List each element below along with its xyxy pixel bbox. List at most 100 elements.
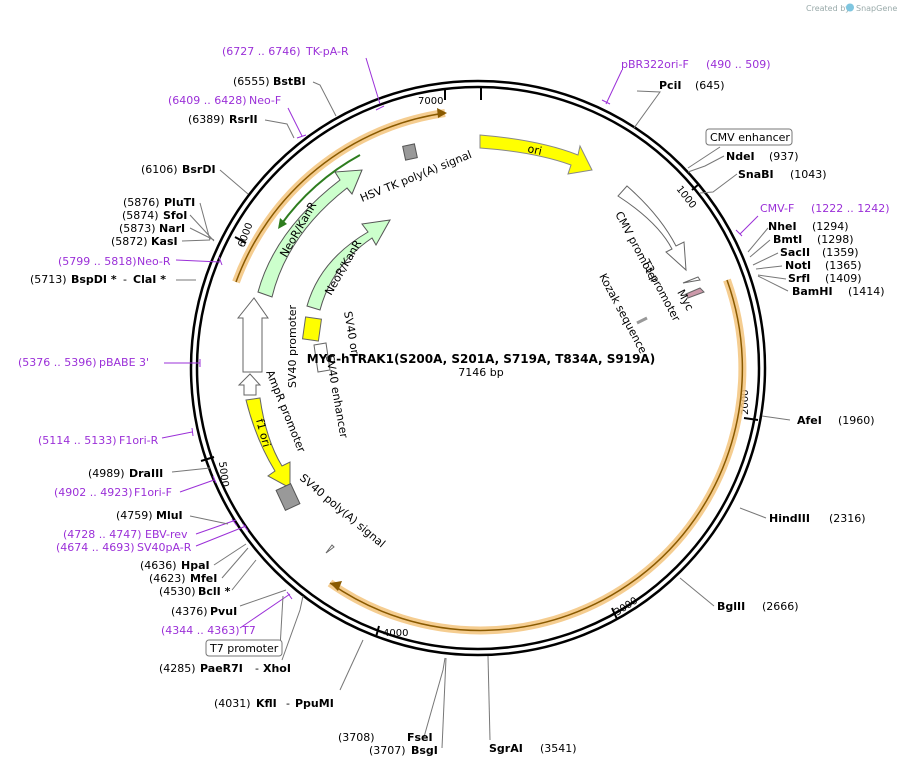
feature-sv40-ori-box[interactable] [301,316,323,342]
site-fsei-name[interactable]: FseI [407,731,433,744]
cmv-enhancer-label[interactable]: CMV enhancer [710,131,790,144]
site-bsrdi-name[interactable]: BsrDI [182,163,216,176]
feature-t3-label: T3 promoter [639,256,683,324]
feature-sv40-enhancer-box[interactable] [313,342,331,373]
leader-cmv-enhancer [687,146,721,169]
site-nari-name[interactable]: NarI [159,222,185,235]
site-afei-name[interactable]: AfeI [797,414,822,427]
leader-pluti [199,202,211,241]
site-pluti-pos: (5876) [123,196,160,209]
site-mlui-name[interactable]: MluI [156,509,183,522]
neo-arc-line [279,154,361,227]
site-pvui-name[interactable]: PvuI [210,605,237,618]
primer-neo-f-range: (6409 .. 6428) [168,94,247,107]
site-bglii-name[interactable]: BglII [717,600,745,613]
feature-sv40-promoter-arrow[interactable] [236,297,269,373]
primer-ebv-rev-name[interactable]: EBV-rev [145,528,188,541]
feature-neo-arrow-inner[interactable] [306,219,391,311]
leader-kfli [339,639,364,691]
plasmid-name: MYC-hTRAK1(S200A, S201A, S719A, T834A, S… [307,352,655,366]
t7-promoter-label[interactable]: T7 promoter [209,642,279,655]
primer-t7-name[interactable]: T7 [241,624,256,637]
primer-tk-pa-r-name[interactable]: TK-pA-R [305,45,349,58]
plasmid-length: 7146 bp [458,366,503,379]
site-draiii-name[interactable]: DraIII [129,467,163,480]
credit-text: Created by [806,4,850,13]
site-bspdi-sep: - [123,273,127,286]
tick-3000 [611,607,618,620]
site-srfi-name[interactable]: SrfI [788,272,810,285]
site-hpai-name[interactable]: HpaI [181,559,210,572]
site-mfei-pos: (4623) [149,572,186,585]
site-noti-name[interactable]: NotI [785,259,811,272]
feature-myc-box[interactable] [685,287,705,299]
site-bsgi-name[interactable]: BsgI [411,744,438,757]
site-bstbi-name[interactable]: BstBI [273,75,306,88]
leader-snabi [699,173,738,194]
site-paer7i-name[interactable]: PaeR7I [200,662,243,675]
leader-bsgi [441,657,447,749]
site-sacii-name[interactable]: SacII [780,246,810,259]
site-srfi-pos: (1409) [825,272,862,285]
primer-neo-f-name[interactable]: Neo-F [249,94,281,107]
site-ppumi-name[interactable]: PpuMI [295,697,334,710]
leader-kasi [181,239,211,242]
feature-sv40-promoter-label: SV40 promoter [286,304,299,388]
site-hindiii-name[interactable]: HindIII [769,512,810,525]
primer-pbabe3-name[interactable]: pBABE 3' [99,356,149,369]
primer-cmv-f-name[interactable]: CMV-F [760,202,794,215]
site-sgrai-name[interactable]: SgrAI [489,742,523,755]
site-pcil-name[interactable]: PciI [659,79,681,92]
feature-neo-label-outer: NeoR/KanR [277,199,319,259]
feature-neo-arrow-outer[interactable] [257,169,363,298]
tick-label-4000: 4000 [383,628,408,639]
site-sfoi-name[interactable]: SfoI [163,209,187,222]
leader-pvui [239,589,287,607]
site-snabi-name[interactable]: SnaBI [738,168,774,181]
feature-t3-arrow[interactable] [682,276,701,284]
orf-neo-arrowhead [437,108,447,118]
site-kasi-name[interactable]: KasI [151,235,178,248]
site-bspdi-pos: (5713) [30,273,67,286]
primer-t7-range: (4344 .. 4363) [161,624,240,637]
leader-mlui [189,515,229,525]
tick-label-5000: 5000 [216,461,230,488]
site-sacii-pos: (1359) [822,246,859,259]
feature-sv40-polya-box[interactable] [275,482,301,512]
orf-arrowhead [330,581,342,591]
feature-hsv-tk-box[interactable] [402,143,418,161]
feature-ampr-promoter-arrow[interactable] [237,373,262,396]
site-pluti-name[interactable]: PluTI [164,196,195,209]
site-draiii-pos: (4989) [88,467,125,480]
primer-pbr322-name[interactable]: pBR322ori-F [621,58,689,71]
feature-cmv-promoter-arrow[interactable] [617,185,687,272]
leader-nhei [747,227,769,253]
feature-ori-label: ori [526,142,543,158]
primer-mark-neo-r [175,256,223,266]
site-bmti-pos: (1298) [817,233,854,246]
site-paer7i-sep: - [255,662,259,675]
site-ndei-name[interactable]: NdeI [726,150,755,163]
primer-f1ori-f-name[interactable]: F1ori-F [134,486,172,499]
site-pvui-pos: (4376) [171,605,208,618]
primer-f1ori-r-name[interactable]: F1ori-R [119,434,159,447]
primer-neo-r-name[interactable]: Neo-R [137,255,171,268]
feature-ori-arrow[interactable] [479,134,593,175]
site-bamhi-name[interactable]: BamHI [792,285,833,298]
site-sfoi-pos: (5874) [122,209,159,222]
site-bmti-name[interactable]: BmtI [773,233,802,246]
site-bspdi-name[interactable]: BspDI * [71,273,117,286]
leader-hpai [213,543,247,566]
feature-f1-ori-arrow[interactable] [245,397,291,489]
primer-mark-f1ori-r [161,427,194,439]
site-nhei-name[interactable]: NheI [768,220,797,233]
site-clai-name[interactable]: ClaI * [133,273,166,286]
site-kfli-name[interactable]: KflI [256,697,277,710]
site-xhoi-name[interactable]: XhoI [263,662,291,675]
site-mfei-name[interactable]: MfeI [190,572,217,585]
site-fsei-pos: (3708) [338,731,375,744]
primer-sv40pa-r-name[interactable]: SV40pA-R [137,541,192,554]
site-rsrii-name[interactable]: RsrII [229,113,258,126]
site-bcli-name[interactable]: BclI * [198,585,231,598]
